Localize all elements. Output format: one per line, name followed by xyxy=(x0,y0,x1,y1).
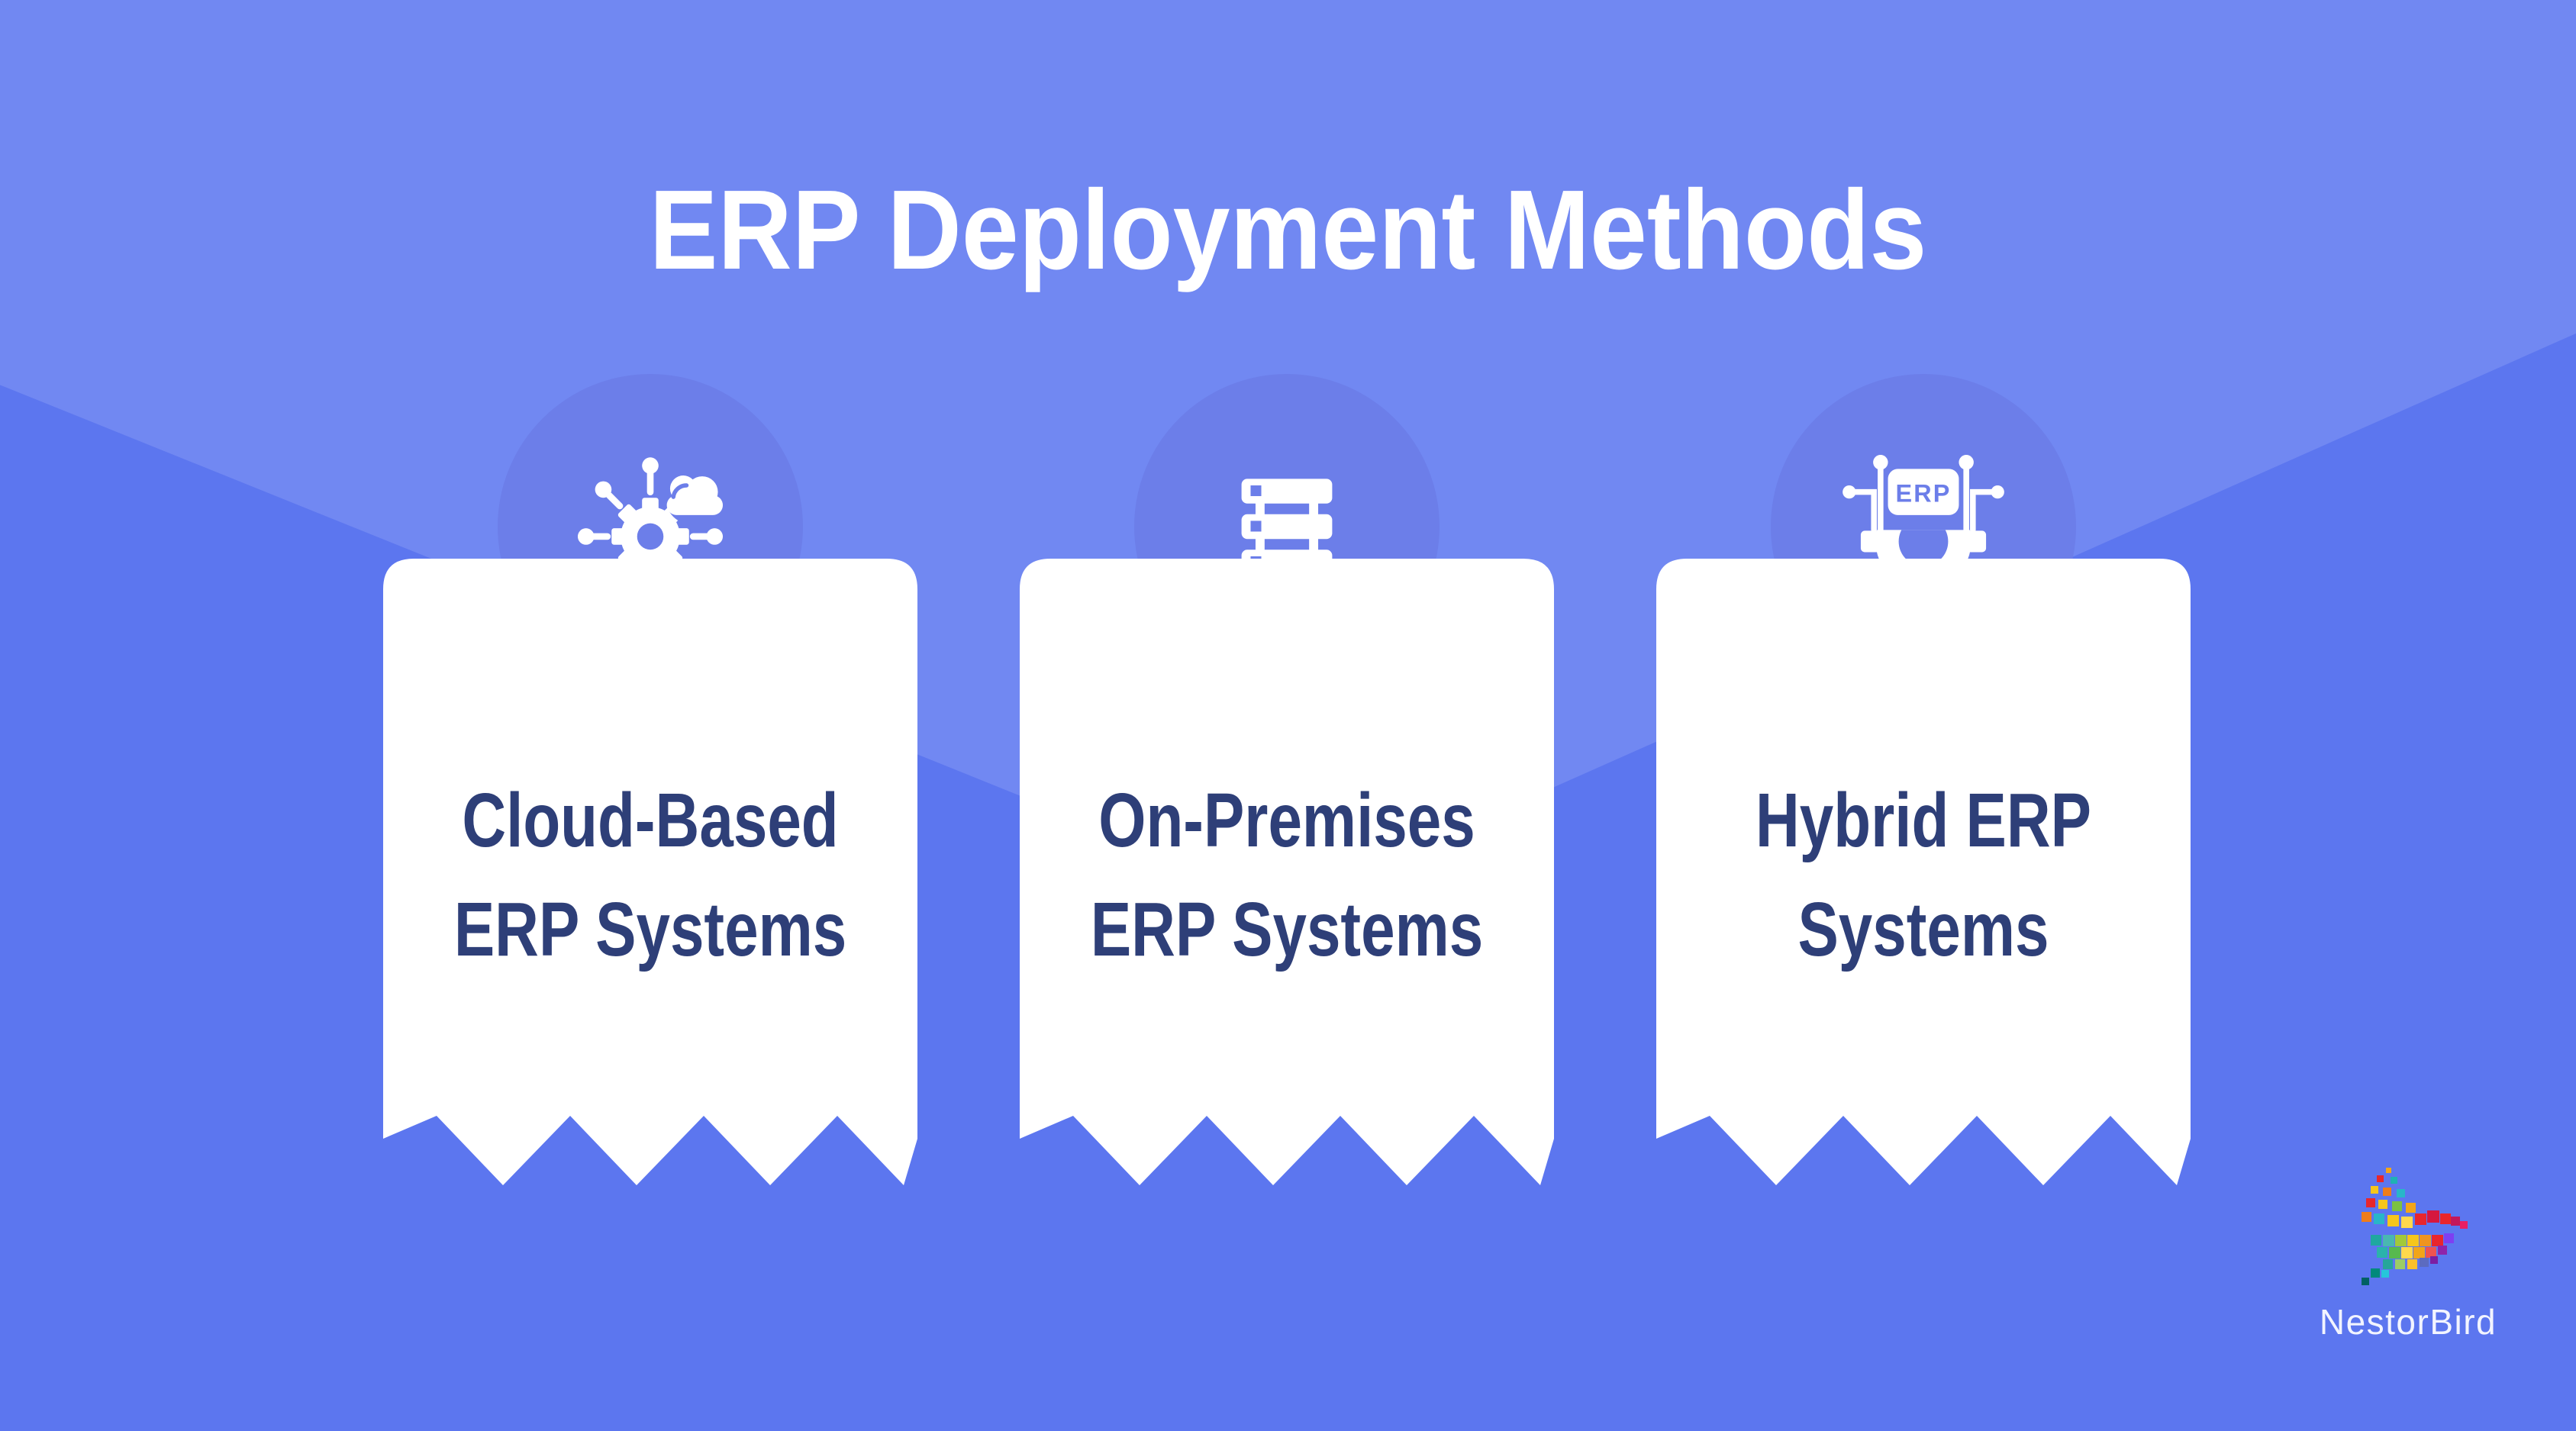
brand-name: NestorBird xyxy=(2319,1302,2497,1342)
card-title-line2: Systems xyxy=(1797,887,2049,972)
card-on-premises: On-Premises ERP Systems xyxy=(1020,559,1554,1185)
card-shape-zigzag xyxy=(1020,559,1554,1185)
erp-icon-label: ERP xyxy=(1895,480,1951,508)
card-title-line2: ERP Systems xyxy=(453,887,847,972)
card-title-line1: Hybrid ERP xyxy=(1755,778,2092,863)
page-title: ERP Deployment Methods xyxy=(649,167,1927,293)
brand-logo: NestorBird xyxy=(2313,1168,2503,1343)
card-title: On-Premises ERP Systems xyxy=(1073,766,1501,985)
card-title: Hybrid ERP Systems xyxy=(1710,766,2137,985)
card-title-line1: On-Premises xyxy=(1098,778,1475,863)
card-shape-zigzag xyxy=(383,559,917,1185)
card-title: Cloud-Based ERP Systems xyxy=(437,766,864,985)
card-hybrid: Hybrid ERP Systems xyxy=(1656,559,2191,1185)
card-cloud-based: Cloud-Based ERP Systems xyxy=(383,559,917,1185)
nestorbird-bird-icon xyxy=(2362,1168,2468,1285)
card-shape-zigzag xyxy=(1656,559,2191,1185)
card-title-line1: Cloud-Based xyxy=(462,778,839,863)
card-title-line2: ERP Systems xyxy=(1090,887,1484,972)
